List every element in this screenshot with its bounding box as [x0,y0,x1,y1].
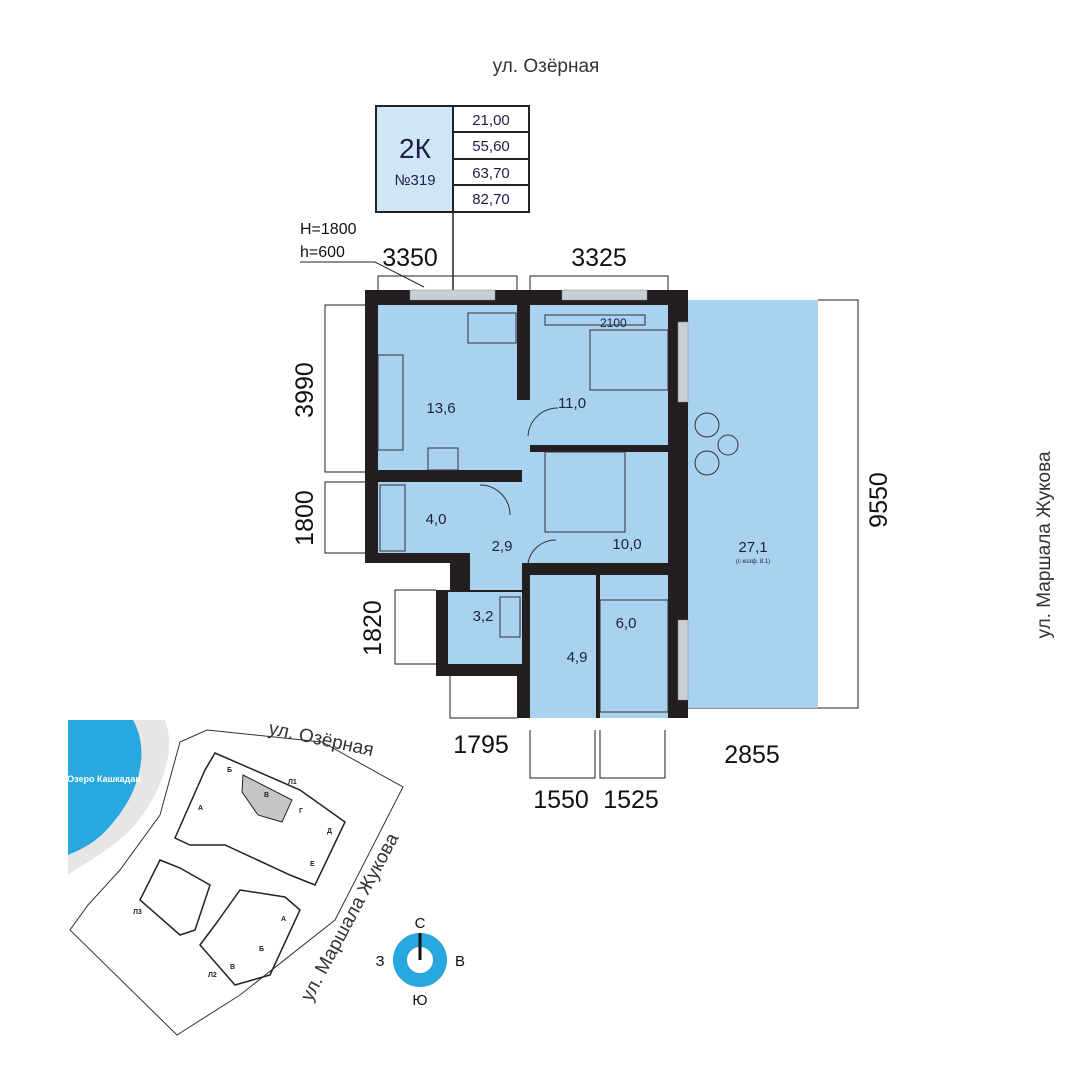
windows [409,289,689,701]
compass-west: З [375,953,384,970]
area-full: 82,70 [472,191,510,208]
furniture [377,312,739,713]
l2-section-a: А [281,916,286,923]
room-wardrobe [600,575,668,718]
section-g: Г [299,808,303,815]
l2-section-b: Б [259,946,264,953]
dim-left-upper: 3990 [291,362,319,418]
apartment-info-box: 2К №319 21,00 55,60 63,70 82,70 [375,105,530,330]
room-kitchen-living [378,305,517,470]
dim-bottom-3: 1525 [603,786,659,814]
terrace [688,300,818,708]
section-b: Б [227,767,232,774]
area-wardrobe: 6,0 [616,615,637,632]
street-right-label: ул. Маршала Жукова [1034,451,1055,638]
building-L3-label: Л3 [133,909,142,916]
room-hall [470,482,522,590]
area-kitchen-living: 13,6 [426,400,455,417]
dim-bottom-2: 1550 [533,786,589,814]
site-street-top: ул. Озёрная [267,718,376,761]
dimension-lines [324,275,859,779]
section-a: А [198,805,203,812]
dim-top-right: 3325 [571,244,627,272]
site-street-right: ул. Маршала Жукова [297,830,404,1005]
rooms [378,305,668,718]
terrace-coefficient-note: (с коэф. 8.1) [736,559,770,565]
room-hallway [448,592,522,664]
bed-width-label: 2100 [600,316,627,330]
dim-bottom-right: 2855 [724,741,780,769]
section-v-selected: В [264,792,269,799]
building-L2-label: Л2 [208,972,217,979]
dim-top-left: 3350 [382,244,438,272]
room-bedroom-2 [522,452,668,563]
building-L1-label: Л1 [288,779,297,786]
area-terrace: 27,1 [738,539,767,556]
area-total: 55,60 [472,138,510,155]
l2-section-v: В [230,964,235,971]
area-bedroom-2: 10,0 [612,536,641,553]
room-bathroom [378,482,470,553]
site-plan: Озеро Кашкадан ул. Озёрная ул. Маршала Ж… [67,718,404,1036]
room-bedroom-1 [530,305,668,445]
dim-right: 9550 [865,472,893,528]
window-height-h: h=600 [300,244,345,261]
lake-label: Озеро Кашкадан [67,774,141,784]
apartment-number: №319 [394,172,435,189]
street-top-label: ул. Озёрная [493,56,600,77]
area-hall: 2,9 [492,538,513,555]
compass-south: Ю [412,992,427,1009]
window-height-H: H=1800 [300,221,357,238]
section-e: Е [310,861,315,868]
area-hallway: 3,2 [473,608,494,625]
room-wc [530,575,596,718]
compass-north: С [415,915,426,932]
area-wc: 4,9 [567,649,588,666]
dim-left-lower: 1820 [359,600,387,656]
section-d: Д [327,828,332,835]
lake [68,720,142,855]
compass-east: В [455,953,465,970]
apartment-type: 2К [399,133,432,164]
area-living: 21,00 [472,112,510,129]
area-with-terrace: 63,70 [472,165,510,182]
dim-bottom-1: 1795 [453,731,509,759]
compass: С Ю З В [375,915,465,1009]
area-bathroom: 4,0 [426,511,447,528]
area-bedroom-1: 11,0 [558,395,586,412]
dim-left-middle: 1800 [291,490,319,546]
